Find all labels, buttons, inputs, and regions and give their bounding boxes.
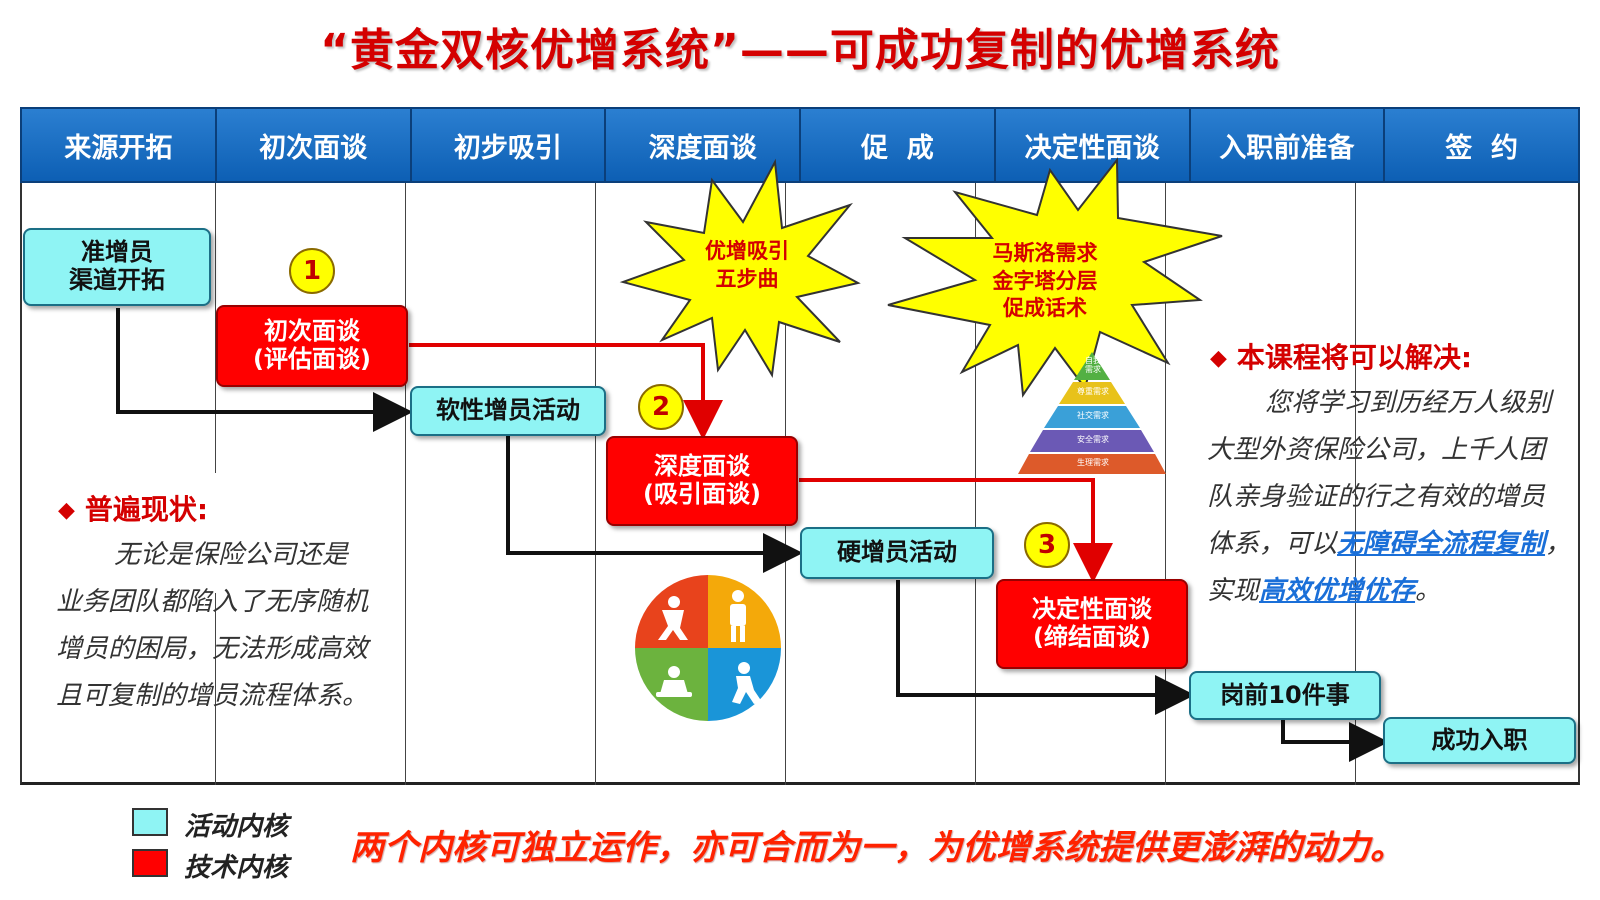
line4-prefix: 体系，可以	[1207, 529, 1338, 559]
bottom-slogan: 两个内核可独立运作，亦可合而为一，为优增系统提供更澎湃的动力。	[350, 828, 1404, 868]
course-solves-line: 大型外资保险公司，上千人团	[1207, 435, 1546, 465]
activity-flow-arrow	[1281, 720, 1389, 762]
course-solves-line: 体系，可以无障碍全流程复制，	[1207, 521, 1587, 568]
column-divider	[215, 183, 216, 473]
course-solves-line: 您将学习到历经万人级别	[1265, 388, 1552, 418]
pyramid-label-self: 自我 需求	[1085, 356, 1101, 374]
pyramid-label-safety: 安全需求	[1077, 435, 1109, 444]
current-status-line: 且可复制的增员流程体系。	[56, 681, 369, 711]
step-number-1: 1	[289, 248, 335, 294]
current-status-heading: ◆ 普遍现状:	[58, 488, 208, 528]
column-header-decisive-interview: 决定性面谈	[996, 109, 1191, 181]
technique-flow-arrow	[409, 343, 723, 440]
current-status-line: 业务团队都陷入了无序随机	[56, 587, 369, 617]
diamond-bullet-icon: ◆	[1210, 346, 1227, 371]
pre-job-tasks-box[interactable]: 岗前10件事	[1189, 671, 1381, 720]
quad-circle-icon	[635, 575, 781, 721]
column-header-source: 来源开拓	[22, 109, 217, 181]
current-status-line: 增员的困局，无法形成高效	[56, 634, 369, 664]
diamond-bullet-icon: ◆	[58, 498, 75, 523]
column-divider	[215, 593, 216, 785]
stage-header-row: 来源开拓 初次面谈 初步吸引 深度面谈 促 成 决定性面谈 入职前准备 签 约	[20, 107, 1580, 183]
pyramid-label-social: 社交需求	[1077, 411, 1109, 420]
column-header-sign: 签 约	[1445, 132, 1519, 164]
column-header-pre-onboarding: 入职前准备	[1191, 109, 1386, 181]
legend-tech-label: 技术内核	[184, 853, 289, 883]
maslow-starburst	[887, 157, 1223, 398]
column-divider	[405, 183, 406, 785]
efficient-retention-highlight[interactable]: 高效优增优存	[1259, 576, 1416, 606]
course-solves-line: 实现高效优增优存。	[1207, 568, 1587, 615]
legend-tech-swatch	[132, 849, 168, 877]
activity-flow-arrow	[506, 436, 803, 573]
soft-recruit-activity-box[interactable]: 软性增员活动	[410, 386, 606, 436]
column-header-deep-interview: 深度面谈	[606, 109, 801, 181]
current-status-line: 无论是保险公司还是	[114, 540, 349, 570]
legend-activity-label: 活动内核	[184, 812, 289, 842]
step-number-3: 3	[1024, 522, 1070, 568]
current-status-body: 无论是保险公司还是 业务团队都陷入了无序随机 增员的困局，无法形成高效 且可复制…	[56, 532, 386, 720]
activity-flow-arrow	[896, 580, 1195, 715]
course-solves-line: 队亲身验证的行之有效的增员	[1207, 482, 1546, 512]
pyramid-level-physio	[1018, 454, 1166, 474]
step-number-2: 2	[638, 384, 684, 430]
line4-suffix: ，	[1545, 529, 1572, 559]
maslow-label: 马斯洛需求 金字塔分层 促成话术	[992, 241, 1098, 321]
five-steps-starburst	[619, 158, 861, 378]
five-steps-label: 优增吸引 五步曲	[705, 239, 789, 291]
course-solves-body: 您将学习到历经万人级别 大型外资保险公司，上千人团 队亲身验证的行之有效的增员 …	[1207, 380, 1587, 615]
maslow-pyramid	[1018, 352, 1166, 474]
decisive-interview-box[interactable]: 决定性面谈 (缔结面谈)	[996, 579, 1188, 669]
column-header-initial-attraction: 初步吸引	[412, 109, 607, 181]
current-status-heading-text: 普遍现状:	[84, 493, 209, 526]
hard-recruit-activity-box[interactable]: 硬增员活动	[800, 527, 994, 579]
column-divider	[595, 183, 596, 785]
course-solves-heading-text: 本课程将可以解决:	[1236, 341, 1473, 374]
line5-suffix: 。	[1415, 576, 1442, 606]
pyramid-level-social	[1044, 406, 1140, 428]
activity-flow-arrow	[116, 308, 413, 432]
seamless-replication-highlight[interactable]: 无障碍全流程复制	[1337, 529, 1546, 559]
recruit-channel-box[interactable]: 准增员 渠道开拓	[23, 228, 211, 306]
course-solves-heading: ◆ 本课程将可以解决:	[1210, 336, 1472, 376]
line5-prefix: 实现	[1207, 576, 1260, 606]
pyramid-level-esteem-fill	[1059, 382, 1125, 404]
column-header-first-interview: 初次面谈	[217, 109, 412, 181]
pyramid-level-self	[1074, 352, 1110, 380]
page-title: “黄金双核优增系统”——可成功复制的优增系统	[320, 25, 1280, 76]
column-divider	[1165, 183, 1166, 785]
column-divider	[1355, 183, 1356, 785]
column-header-promote: 促 成	[801, 109, 996, 181]
initial-interview-box[interactable]: 初次面谈 (评估面谈)	[216, 305, 408, 387]
legend-activity-swatch	[132, 808, 168, 836]
technique-flow-arrow	[799, 478, 1113, 583]
deep-interview-box[interactable]: 深度面谈 (吸引面谈)	[606, 436, 798, 526]
column-divider	[975, 183, 976, 785]
pyramid-level-safety	[1030, 430, 1154, 452]
pyramid-label-esteem: 尊重需求	[1077, 387, 1109, 396]
pyramid-label-physio: 生理需求	[1077, 458, 1109, 467]
successful-onboarding-box[interactable]: 成功入职	[1383, 717, 1576, 764]
